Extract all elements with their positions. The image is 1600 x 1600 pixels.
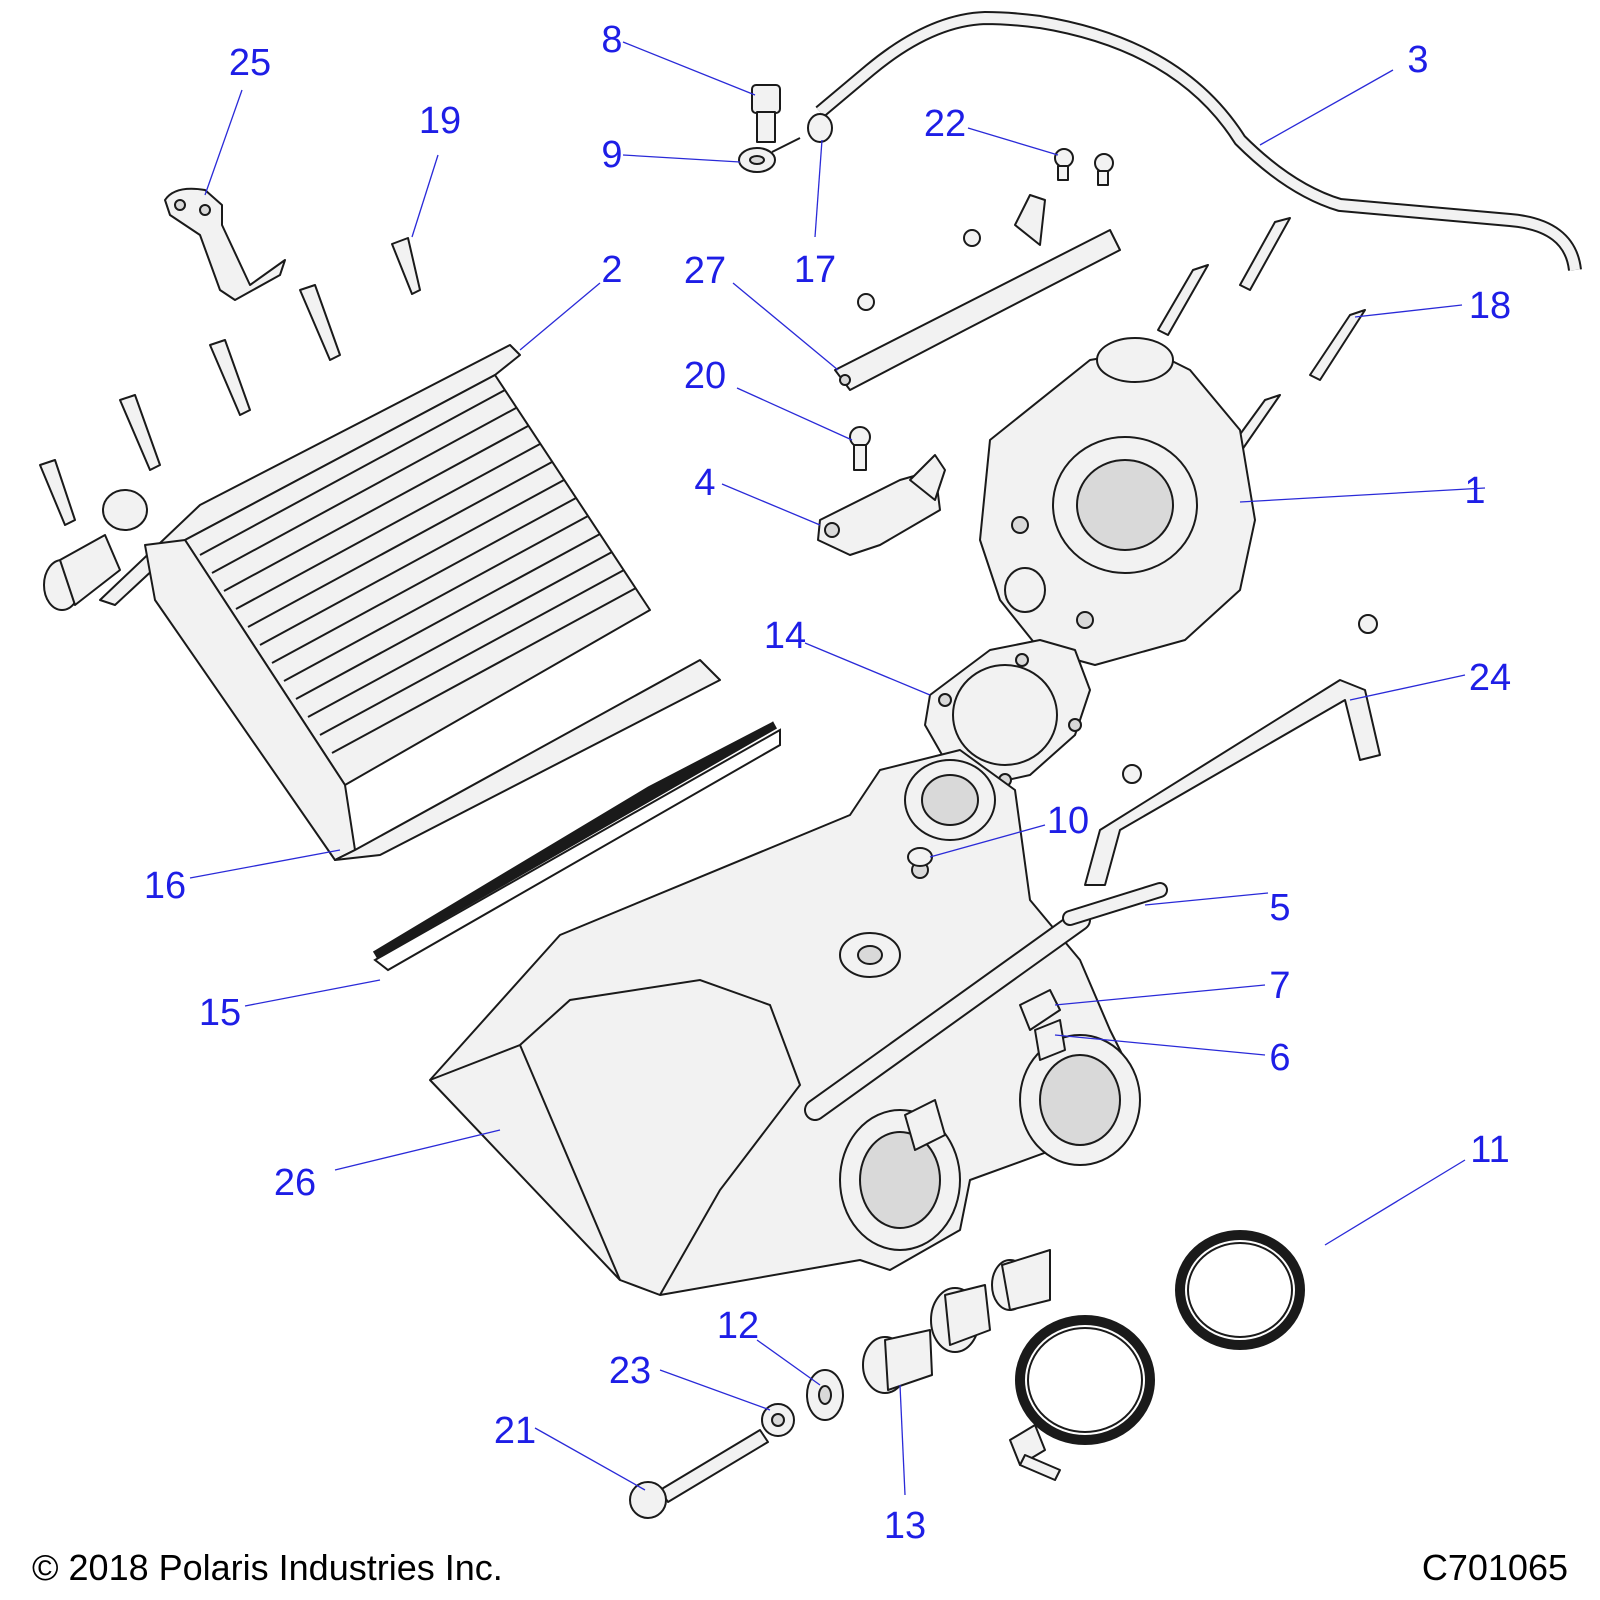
- part-1-throttle-body: [979, 337, 1256, 666]
- callout-6: 6: [1269, 1037, 1290, 1079]
- leader-24: [1349, 674, 1466, 701]
- part-22-screws: [1054, 148, 1114, 186]
- leader-3: [1259, 69, 1394, 146]
- part-6-injector-clip: [904, 1099, 946, 1151]
- leader-14: [804, 642, 931, 696]
- leader-5: [1144, 892, 1269, 906]
- callout-8: 8: [601, 19, 622, 61]
- part-25-bracket: [164, 187, 286, 301]
- leader-16: [189, 849, 341, 879]
- leader-23: [659, 1369, 771, 1411]
- leader-6: [1054, 1034, 1266, 1056]
- part-3-tube: [815, 10, 1582, 272]
- part-16-side-plate: [334, 659, 721, 861]
- leader-11: [1324, 1159, 1466, 1246]
- leader-2: [519, 282, 601, 351]
- callout-23: 23: [609, 1350, 651, 1392]
- part-21-bolt: [629, 1429, 769, 1519]
- callout-27: 27: [684, 250, 726, 292]
- part-27-bracket: [834, 194, 1121, 391]
- part-10-o-ring: [907, 847, 933, 867]
- callout-14: 14: [764, 615, 806, 657]
- leader-17: [814, 139, 823, 238]
- callout-12: 12: [717, 1305, 759, 1347]
- callout-21: 21: [494, 1410, 536, 1452]
- callout-15: 15: [199, 992, 241, 1034]
- part-7-injector: [1019, 989, 1066, 1061]
- callout-7: 7: [1269, 965, 1290, 1007]
- leader-lines: [189, 41, 1486, 1496]
- callout-18: 18: [1469, 285, 1511, 327]
- leader-8: [622, 41, 756, 96]
- leader-1: [1239, 487, 1486, 503]
- part-8-bolt: [751, 84, 781, 143]
- part-2-cooler: [43, 344, 651, 861]
- leader-4: [721, 483, 821, 526]
- leader-19: [411, 154, 439, 238]
- part-11-clamps: [1009, 1230, 1305, 1481]
- part-9-banjo-fitting: [738, 137, 801, 173]
- leader-12: [756, 1339, 821, 1386]
- part-12-washer: [806, 1369, 844, 1421]
- cooler-fins: [199, 389, 637, 754]
- callout-17: 17: [794, 249, 836, 291]
- part-5-fuel-rail: [804, 882, 1168, 1121]
- leader-15: [244, 979, 381, 1007]
- part-19-bolts: [39, 237, 421, 526]
- drawing-number: C701065: [1421, 1547, 1568, 1588]
- copyright-notice: © 2018 Polaris Industries Inc.: [32, 1547, 503, 1588]
- callout-11: 11: [1470, 1129, 1509, 1171]
- callout-9: 9: [601, 134, 622, 176]
- part-20-screw: [849, 426, 871, 471]
- callout-16: 16: [144, 865, 186, 907]
- callout-10: 10: [1047, 800, 1089, 842]
- leader-25: [204, 89, 243, 196]
- callout-5: 5: [1269, 887, 1290, 929]
- leader-13: [899, 1384, 906, 1496]
- leader-22: [967, 127, 1059, 156]
- part-4-sensor: [817, 454, 946, 556]
- callout-24: 24: [1469, 657, 1511, 699]
- part-17-hose-clamp: [807, 113, 833, 143]
- leader-21: [534, 1427, 646, 1491]
- callout-19: 19: [419, 100, 461, 142]
- callout-20: 20: [684, 355, 726, 397]
- callout-22: 22: [924, 103, 966, 145]
- callout-26: 26: [274, 1162, 316, 1204]
- part-26-intake-plenum: [429, 749, 1141, 1296]
- callout-1: 1: [1464, 470, 1485, 512]
- part-15-gasket: [372, 721, 781, 972]
- callout-labels: 1 2 3 4 5 6 7 8 9 10 11 12 13 14 15 16 1…: [144, 19, 1511, 1547]
- leader-18: [1354, 304, 1463, 318]
- callout-13: 13: [884, 1505, 926, 1547]
- callout-3: 3: [1407, 39, 1428, 81]
- leader-7: [1054, 984, 1266, 1006]
- leader-9: [622, 154, 741, 163]
- leader-27: [732, 282, 839, 371]
- callout-4: 4: [694, 462, 715, 504]
- callout-25: 25: [229, 42, 271, 84]
- callout-2: 2: [601, 249, 622, 291]
- leader-26: [334, 1129, 501, 1171]
- part-23-nut: [761, 1403, 795, 1437]
- leader-10: [929, 824, 1046, 858]
- part-13-bushings: [862, 1249, 1051, 1394]
- leader-20: [736, 387, 853, 441]
